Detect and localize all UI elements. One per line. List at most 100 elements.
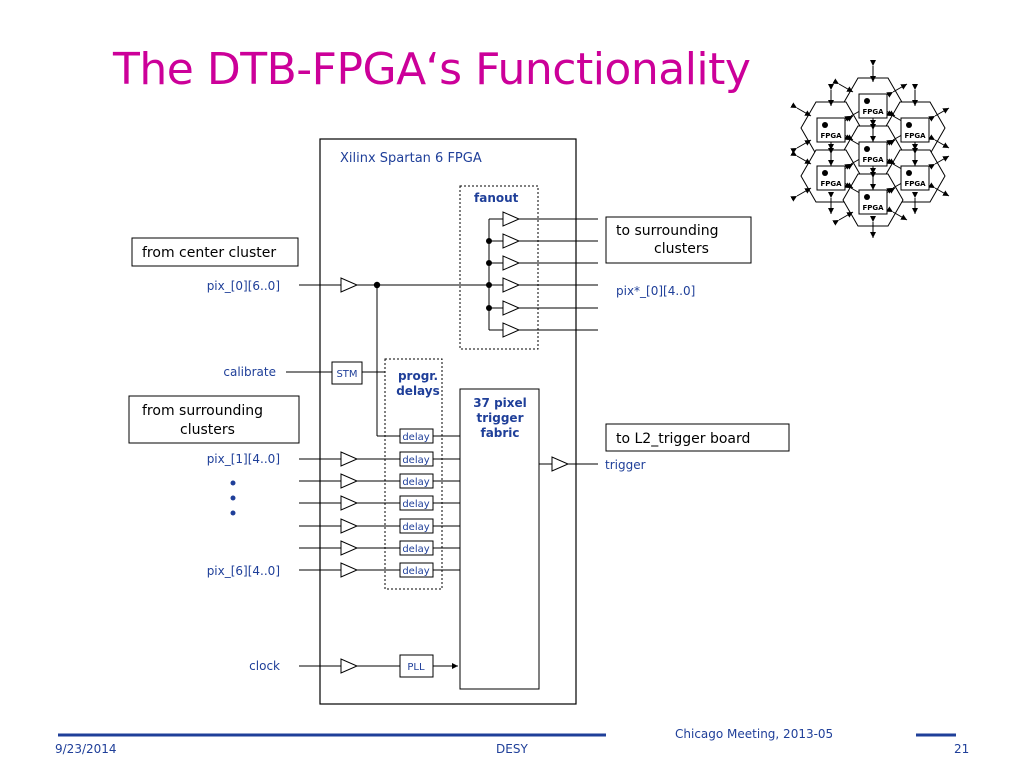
- fabric-line2: trigger: [476, 411, 523, 425]
- link-arrow: [790, 150, 812, 165]
- chip-dot: [822, 170, 828, 176]
- to-surrounding-line2: clusters: [654, 241, 709, 257]
- input-buffer: [340, 518, 359, 534]
- stm-box: [331, 361, 363, 385]
- footer-date: 9/23/2014: [55, 742, 117, 756]
- chip-dot: [822, 122, 828, 128]
- fpga-chip: [816, 117, 846, 143]
- chip-label: FPGA: [862, 108, 884, 116]
- junction-dot: [486, 238, 492, 244]
- link-arrow: [790, 187, 812, 202]
- slide-title: The DTB-FPGA‘s Functionality: [113, 44, 751, 95]
- hex-cluster-illustration: FPGA FPGA FPGA FPGA FPGA FPGA FPGA: [790, 60, 950, 238]
- delay-label: delay: [402, 455, 429, 466]
- fpga-chip: [900, 117, 930, 143]
- ellipsis-dot: [230, 510, 236, 516]
- chip-label: FPGA: [904, 180, 926, 188]
- chip-dot: [906, 170, 912, 176]
- link-arrow: [928, 155, 950, 170]
- link-arrow: [928, 107, 950, 122]
- chip-label: FPGA: [904, 132, 926, 140]
- pll-box: [399, 654, 434, 678]
- to-surrounding-box: [605, 216, 752, 264]
- pix0-input-buffer: [340, 277, 359, 293]
- link-arrow: [790, 139, 812, 154]
- pix0-in-label: pix_[0][6..0]: [207, 279, 280, 293]
- link-arrow: [928, 134, 950, 149]
- chip-dot: [864, 146, 870, 152]
- fanout-buffer: [502, 211, 521, 227]
- footer-org: DESY: [496, 742, 528, 756]
- link-arrow: [928, 182, 950, 197]
- delay-box: [399, 428, 434, 444]
- fabric-line3: fabric: [480, 426, 519, 440]
- fanout-buffer: [502, 300, 521, 316]
- link-arrow: [886, 206, 908, 221]
- clock-label: clock: [249, 659, 280, 673]
- fanout-buffers: [486, 211, 598, 338]
- calibrate-label: calibrate: [223, 365, 276, 379]
- junction-dot: [486, 282, 492, 288]
- chip-label: FPGA: [862, 204, 884, 212]
- trigger-fabric-box: [459, 388, 540, 690]
- from-center-box: [131, 237, 299, 267]
- from-center-label: from center cluster: [142, 245, 276, 261]
- link-arrow: [790, 102, 812, 117]
- delay-label: delay: [402, 566, 429, 577]
- from-surrounding-line2: clusters: [180, 422, 235, 438]
- fpga-label: Xilinx Spartan 6 FPGA: [340, 151, 482, 166]
- fanout-buffer: [502, 233, 521, 249]
- progr-delays-line2: delays: [396, 384, 440, 398]
- input-buffer: [340, 451, 359, 467]
- input-buffer: [340, 562, 359, 578]
- stm-label: STM: [336, 369, 357, 380]
- fpga-chip: [900, 165, 930, 191]
- chip-label: FPGA: [820, 132, 842, 140]
- link-arrow: [832, 78, 854, 93]
- delay-label: delay: [402, 522, 429, 533]
- fanout-label: fanout: [474, 191, 519, 205]
- input-buffer: [340, 495, 359, 511]
- fpga-chip: [858, 189, 888, 215]
- junction-dot: [486, 305, 492, 311]
- input-buffer: [340, 473, 359, 489]
- to-l2-box: [605, 423, 790, 452]
- footer-page: 21: [954, 742, 970, 756]
- chip-label: FPGA: [862, 156, 884, 164]
- chip-dot: [864, 194, 870, 200]
- chip-dot: [864, 98, 870, 104]
- fanout-box: [459, 185, 539, 350]
- clock-input-buffer: [340, 658, 359, 674]
- from-surrounding-box: [128, 395, 300, 444]
- from-surrounding-line1: from surrounding: [142, 403, 263, 419]
- fanout-buffer: [502, 277, 521, 293]
- delay-rows: delay delay delay delay delay delay: [299, 451, 460, 578]
- trigger-output-buffer: [551, 456, 570, 472]
- progr-delays-box: [384, 358, 443, 590]
- pix-out-label: pix*_[0][4..0]: [616, 284, 695, 298]
- fanout-buffer: [502, 255, 521, 271]
- fpga-chip: [816, 165, 846, 191]
- trigger-label: trigger: [605, 458, 646, 472]
- fanout-buffer: [502, 322, 521, 338]
- ellipsis-dot: [230, 480, 236, 486]
- pix6-label: pix_[6][4..0]: [207, 564, 280, 578]
- chip-dot: [906, 122, 912, 128]
- fpga-chip: [858, 93, 888, 119]
- junction-dot: [373, 281, 381, 289]
- delay-label: delay: [402, 499, 429, 510]
- chip-label: FPGA: [820, 180, 842, 188]
- link-arrow: [886, 83, 908, 98]
- delay-label: delay: [402, 432, 429, 443]
- pll-label: PLL: [407, 662, 425, 673]
- fpga-chip: [858, 141, 888, 167]
- delay-label: delay: [402, 544, 429, 555]
- fabric-line1: 37 pixel: [473, 396, 527, 410]
- delay-label: delay: [402, 477, 429, 488]
- to-l2-label: to L2_trigger board: [616, 431, 750, 447]
- to-surrounding-line1: to surrounding: [616, 223, 718, 239]
- input-buffer: [340, 540, 359, 556]
- ellipsis-dot: [230, 495, 236, 501]
- link-arrow: [832, 211, 854, 226]
